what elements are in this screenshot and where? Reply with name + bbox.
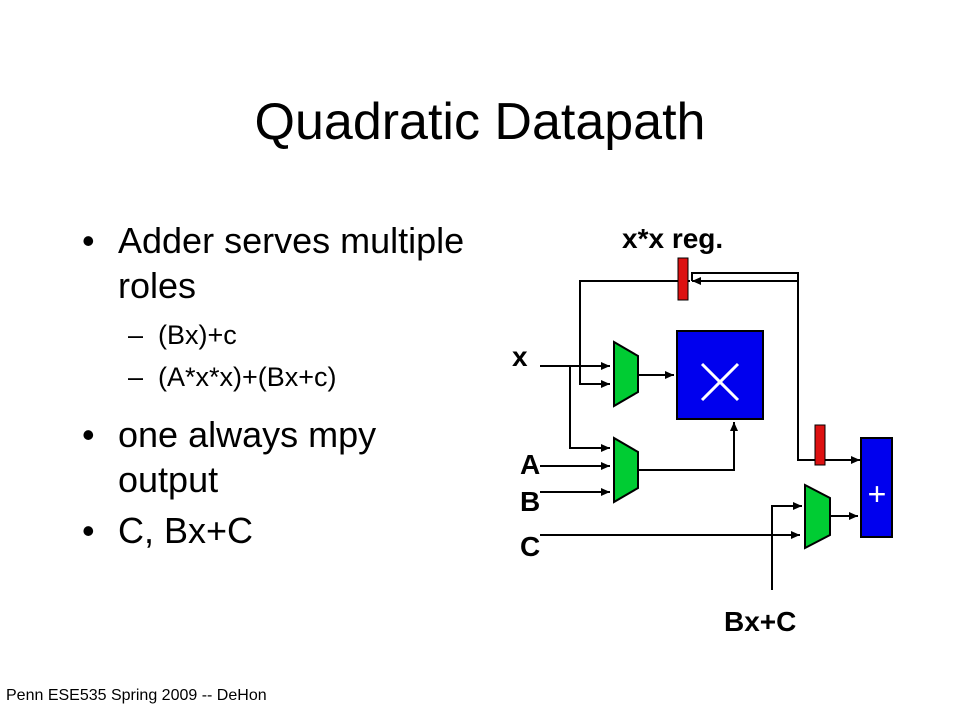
- wires: [540, 272, 860, 590]
- adder-unit: [860, 437, 893, 538]
- label-a: A: [520, 449, 540, 480]
- sub-bullet-bx-c: (Bx)+c: [80, 314, 480, 356]
- adder-input-register: [814, 424, 826, 466]
- bullet-mpy-output: one always mpy output: [80, 412, 480, 502]
- multiplier-unit: [676, 330, 764, 420]
- bullet-c-bxc: C, Bx+C: [80, 508, 480, 553]
- multiply-icon: [700, 362, 740, 402]
- label-xx-reg: x*x reg.: [622, 223, 723, 254]
- label-b: B: [520, 486, 540, 517]
- label-c: C: [520, 531, 540, 562]
- label-bxc: Bx+C: [724, 606, 796, 637]
- mux-1: [613, 340, 639, 408]
- adder-symbol: +: [868, 476, 887, 512]
- xx-register: [677, 257, 689, 301]
- mux-3: [804, 483, 831, 550]
- footer: Penn ESE535 Spring 2009 -- DeHon: [6, 687, 267, 704]
- bullet-list: Adder serves multiple roles (Bx)+c (A*x*…: [80, 218, 480, 559]
- mux-2: [613, 436, 639, 504]
- sub-bullet-axx-bxc: (A*x*x)+(Bx+c): [80, 356, 480, 398]
- label-x: x: [512, 341, 528, 372]
- bullet-adder-roles: Adder serves multiple roles: [80, 218, 480, 308]
- slide-title: Quadratic Datapath: [254, 93, 706, 151]
